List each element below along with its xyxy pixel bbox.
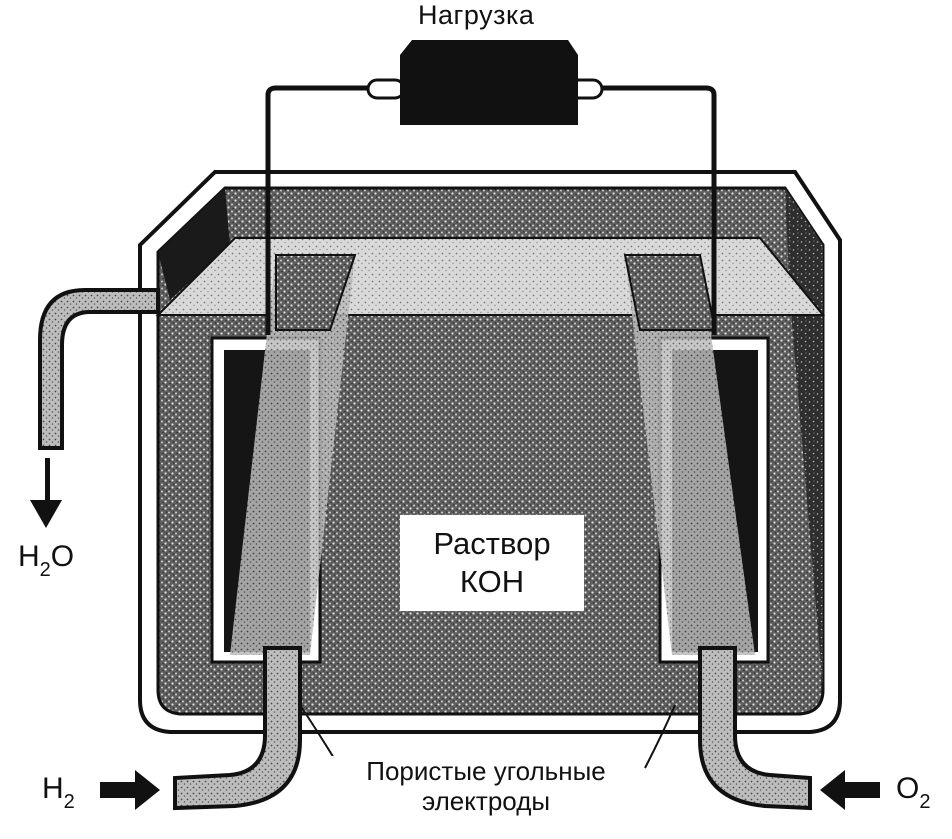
anode-porous-electrode	[230, 255, 355, 655]
electrolyte-surface	[155, 237, 826, 316]
koh-solution-label: Раствор КОН	[400, 515, 584, 611]
oxygen-label-sub: 2	[919, 791, 931, 813]
oxygen-label: O2	[896, 772, 930, 814]
load-device	[400, 40, 578, 125]
cathode-porous-electrode	[625, 255, 755, 655]
solution-label-line1: Раствор	[433, 526, 551, 561]
solution-label-line2: КОН	[459, 564, 525, 599]
hydrogen-label-h: H	[42, 772, 64, 805]
electrodes-label-line2: электроды	[421, 786, 551, 816]
oxygen-in-arrow	[820, 770, 880, 810]
oxygen-inlet-pipe	[698, 646, 812, 811]
hydrogen-inlet-pipe	[173, 646, 302, 811]
water-label: H2O	[18, 540, 74, 582]
load-connector-left	[366, 78, 406, 100]
water-label-o: O	[50, 540, 75, 573]
anode-electrode-upper	[275, 254, 357, 331]
electrode-pointer-right	[644, 704, 676, 769]
electrodes-label-line1: Пористые угольные	[366, 756, 606, 786]
hydrogen-in-arrow	[100, 770, 160, 810]
water-outlet-pipe	[38, 288, 160, 450]
water-label-sub: 2	[39, 559, 51, 581]
cathode-electrode-upper	[623, 254, 717, 331]
water-out-arrow	[30, 458, 62, 528]
oxygen-label-o: O	[896, 772, 920, 805]
load-label: Нагрузка	[418, 0, 535, 30]
hydrogen-label-sub: 2	[63, 791, 75, 813]
electrodes-label: Пористые угольные электроды	[330, 756, 642, 816]
tank-back-left-shade	[158, 188, 230, 300]
circuit-wire-right	[600, 85, 717, 335]
hydrogen-label: H2	[42, 772, 75, 814]
circuit-wire-left	[265, 85, 370, 335]
water-label-h: H	[18, 540, 40, 573]
